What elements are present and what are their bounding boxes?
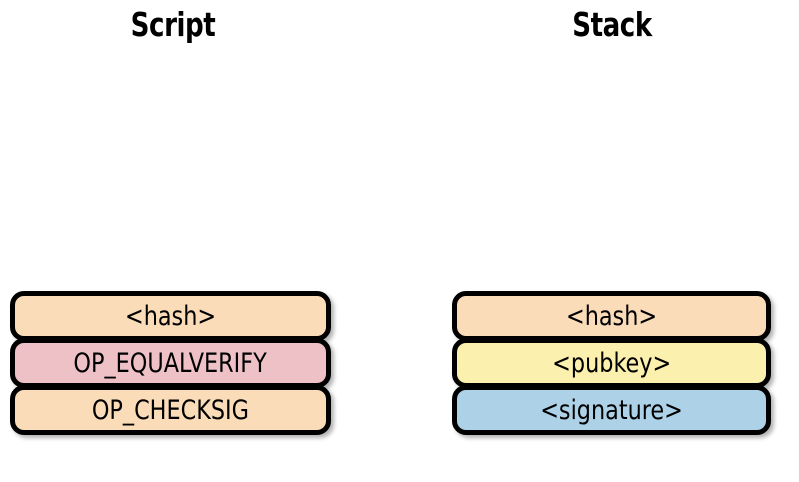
script-item-1: OP_EQUALVERIFY bbox=[10, 338, 331, 388]
stack-item-0-label: <hash> bbox=[565, 300, 658, 332]
script-item-2: OP_CHECKSIG bbox=[10, 385, 331, 435]
script-item-0-label: <hash> bbox=[124, 300, 217, 332]
stack-item-0: <hash> bbox=[452, 291, 771, 341]
stack-item-1-label: <pubkey> bbox=[551, 347, 672, 379]
script-stack-group: <hash> OP_EQUALVERIFY OP_CHECKSIG bbox=[10, 291, 331, 435]
script-item-2-label: OP_CHECKSIG bbox=[91, 394, 250, 426]
column-title-stack: Stack bbox=[572, 5, 652, 44]
stack-item-2-label: <signature> bbox=[540, 394, 683, 426]
stack-item-1: <pubkey> bbox=[452, 338, 771, 388]
stack-item-2: <signature> bbox=[452, 385, 771, 435]
script-item-0: <hash> bbox=[10, 291, 331, 341]
stack-stack-group: <hash> <pubkey> <signature> bbox=[452, 291, 771, 435]
script-item-1-label: OP_EQUALVERIFY bbox=[73, 347, 268, 379]
column-title-script: Script bbox=[130, 5, 216, 44]
